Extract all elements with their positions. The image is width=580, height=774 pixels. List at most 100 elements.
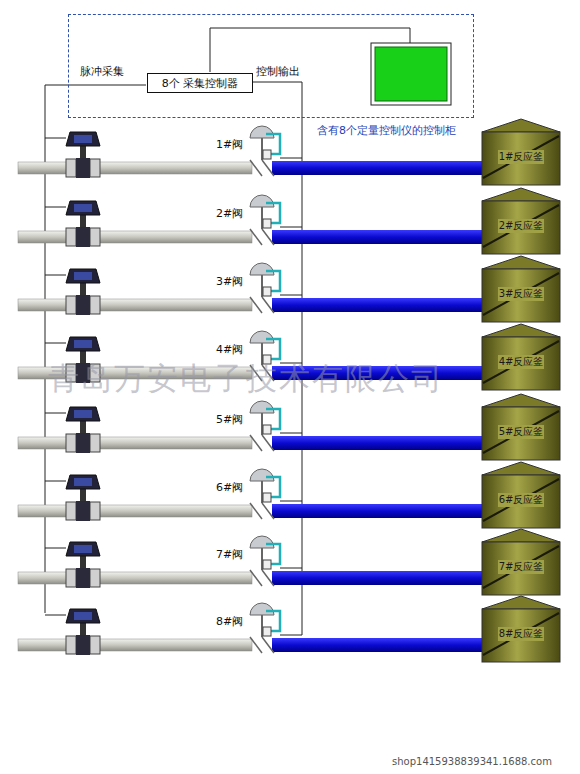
tank-body <box>482 201 560 254</box>
valve-actuator <box>250 263 274 275</box>
flange <box>66 636 76 654</box>
flange <box>90 296 100 314</box>
wire <box>210 28 410 29</box>
cabinet-heading: 含有8个定量控制仪的控制柜 <box>317 123 456 138</box>
flowmeter-display <box>74 135 92 143</box>
tank-body <box>482 337 560 390</box>
signal-label: 脉冲采集 <box>80 64 124 79</box>
flowmeter-head <box>66 201 100 215</box>
flowmeter-head <box>66 542 100 556</box>
wire <box>45 207 66 208</box>
wire <box>45 481 66 482</box>
tank-body <box>482 407 560 460</box>
flowmeter-body <box>76 158 90 178</box>
valve-box <box>263 219 271 228</box>
valve-body <box>250 297 274 313</box>
flowmeter-body <box>76 568 90 588</box>
valve-label: 5#阀 <box>216 412 243 427</box>
valve-body <box>250 637 274 653</box>
tank-label: 1#反应釜 <box>498 150 545 164</box>
tank-diagonal <box>483 136 559 178</box>
valve-actuator <box>250 469 274 481</box>
wire <box>280 568 302 569</box>
pipe <box>18 162 252 174</box>
tank-diagonal <box>483 411 559 453</box>
controller-box: 8个 采集控制器 <box>147 73 253 93</box>
wire <box>280 158 302 159</box>
valve-box <box>263 627 271 636</box>
flowmeter-head <box>66 132 100 146</box>
valve-actuator <box>250 603 274 615</box>
flange <box>90 636 100 654</box>
wire <box>280 635 302 636</box>
tank-diagonal <box>483 479 559 521</box>
watermark: 青岛万安电子技术有限公司 <box>48 358 444 400</box>
flowmeter-stem <box>80 283 86 295</box>
valve-label: 3#阀 <box>216 274 243 289</box>
tank-label: 2#反应釜 <box>498 219 545 233</box>
valve-box <box>263 493 271 502</box>
valve-actuator <box>250 536 274 548</box>
flowmeter-display <box>74 272 92 280</box>
wire <box>45 615 66 616</box>
tank-roof <box>482 529 560 542</box>
valve-label: 4#阀 <box>216 342 243 357</box>
tank-body <box>482 475 560 528</box>
flowmeter-head <box>66 337 100 351</box>
blue-pipe <box>272 436 484 450</box>
flange <box>90 569 100 587</box>
valve-label: 7#阀 <box>216 547 243 562</box>
flowmeter-display <box>74 478 92 486</box>
pipe <box>18 572 252 584</box>
flowmeter-body <box>76 295 90 315</box>
wire <box>280 501 302 502</box>
wire <box>45 275 66 276</box>
tank-roof <box>482 462 560 475</box>
tank-roof <box>482 596 560 609</box>
valve-box <box>263 425 271 434</box>
wire <box>280 227 302 228</box>
flowmeter-display <box>74 545 92 553</box>
flowmeter-display <box>74 340 92 348</box>
valve-actuator <box>250 401 274 413</box>
valve-box <box>263 150 271 159</box>
pipe <box>18 639 252 651</box>
wire <box>45 85 146 86</box>
blue-pipe <box>272 298 484 312</box>
signal-label: 控制输出 <box>256 64 300 79</box>
blue-pipe <box>272 161 484 175</box>
valve-box <box>263 560 271 569</box>
blue-pipe <box>272 504 484 518</box>
wire <box>45 343 66 344</box>
pipe <box>18 437 252 449</box>
flowmeter-stem <box>80 556 86 568</box>
flange <box>66 159 76 177</box>
flange <box>90 502 100 520</box>
valve-label: 6#阀 <box>216 480 243 495</box>
tank-roof <box>482 188 560 201</box>
flowmeter-body <box>76 501 90 521</box>
tank-body <box>482 542 560 595</box>
flange <box>66 502 76 520</box>
flowmeter-body <box>76 433 90 453</box>
screen-frame <box>371 43 451 105</box>
reactor-tank: 7#反应釜 <box>481 528 561 596</box>
valve-actuator <box>250 126 274 138</box>
flowmeter-head <box>66 407 100 421</box>
wire <box>45 138 66 139</box>
flange <box>90 434 100 452</box>
tank-diagonal <box>483 205 559 247</box>
tank-diagonal <box>483 273 559 315</box>
valve-box <box>263 287 271 296</box>
pipe <box>18 231 252 243</box>
tank-body <box>482 132 560 185</box>
flowmeter-display <box>74 612 92 620</box>
tank-diagonal <box>483 546 559 588</box>
tank-label: 5#反应釜 <box>498 425 545 439</box>
screen <box>375 47 447 101</box>
tank-label: 4#反应釜 <box>498 355 545 369</box>
flange <box>90 159 100 177</box>
tank-roof <box>482 394 560 407</box>
wire <box>45 413 66 414</box>
reactor-tank: 8#反应釜 <box>481 595 561 663</box>
